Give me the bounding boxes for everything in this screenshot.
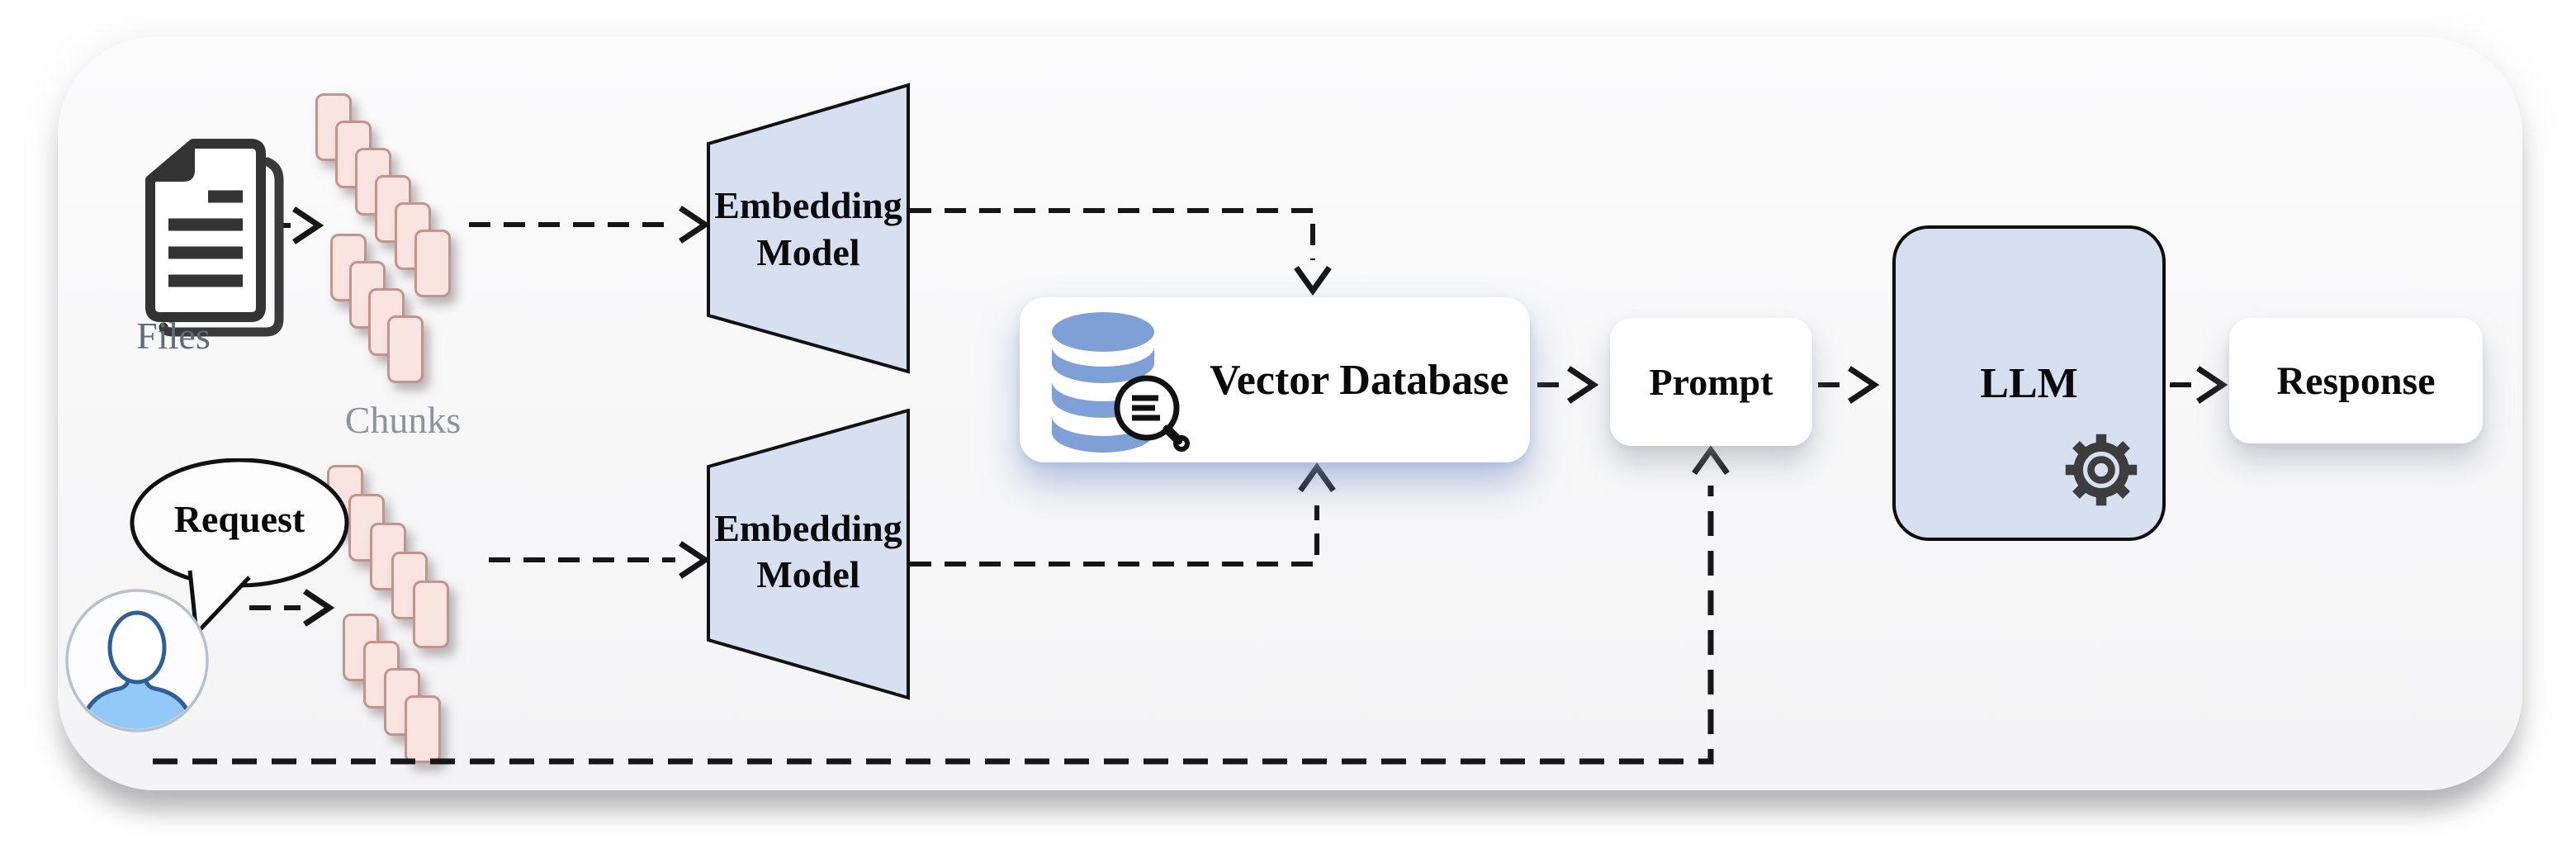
embedding-model-bottom-line2: Model (756, 553, 860, 595)
response-node: Response (2229, 318, 2483, 443)
chunks-label: Chunks (344, 399, 462, 441)
vector-database-label: Vector Database (1210, 356, 1509, 404)
vector-database-node: Vector Database (1020, 297, 1530, 462)
embedding-model-top-line2: Model (756, 230, 860, 273)
magnifier-icon (1114, 375, 1190, 452)
prompt-label: Prompt (1649, 361, 1773, 403)
embedding-model-top-line1: Embedding (714, 184, 902, 227)
gear-icon (2065, 434, 2138, 506)
embedding-model-bottom: Embedding Model (708, 469, 908, 634)
document-icon (145, 139, 284, 337)
llm-label: LLM (1980, 359, 2078, 407)
embedding-model-bottom-shape (707, 409, 910, 700)
embedding-model-top: Embedding Model (708, 145, 908, 314)
response-label: Response (2276, 358, 2436, 403)
user-icon (65, 589, 209, 732)
llm-node: LLM (1892, 225, 2166, 541)
prompt-node: Prompt (1610, 318, 1812, 446)
database-icon (1052, 312, 1190, 453)
embedding-model-top-shape (707, 83, 910, 374)
files-label: Files (136, 315, 211, 357)
request-label: Request (173, 498, 305, 540)
embedding-model-bottom-line1: Embedding (714, 506, 902, 549)
